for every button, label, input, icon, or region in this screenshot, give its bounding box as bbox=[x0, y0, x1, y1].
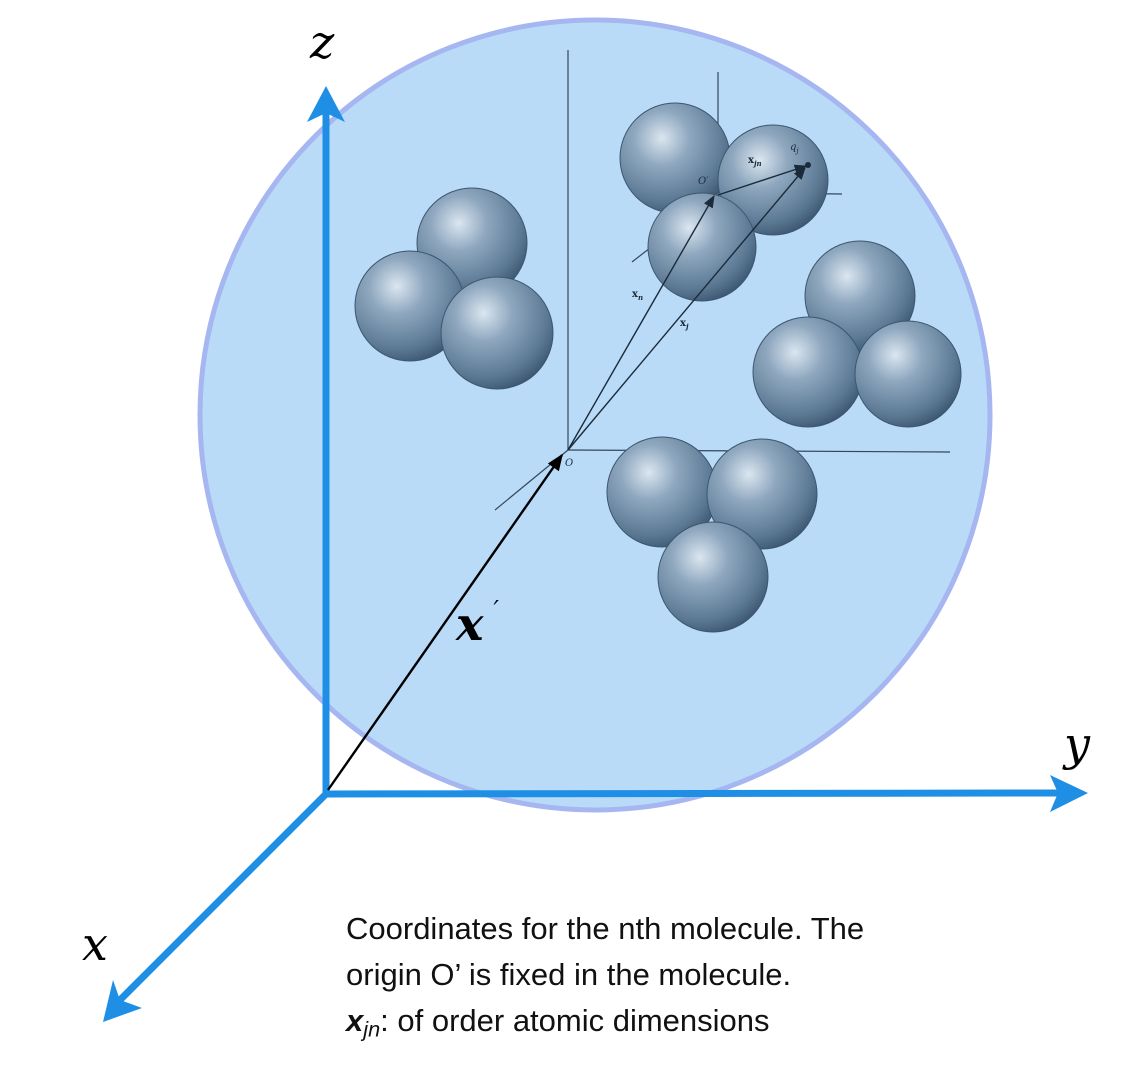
caption-line-2: origin O’ is fixed in the molecule. bbox=[346, 957, 792, 992]
caption-line-1: Coordinates for the nth molecule. The bbox=[346, 911, 865, 946]
y-axis-arrowhead bbox=[1050, 775, 1088, 812]
label-q-j: qj bbox=[790, 142, 799, 155]
label-origin-prime: O′ bbox=[698, 176, 709, 187]
coordinate-axes bbox=[103, 86, 1088, 1022]
label-x-j: xj bbox=[680, 318, 689, 331]
z-axis-label: z bbox=[309, 15, 335, 69]
label-x-n: xn bbox=[632, 289, 643, 302]
molecule-cluster-bottom bbox=[606, 436, 818, 633]
molecule-cluster-right bbox=[752, 240, 962, 428]
y-axis bbox=[322, 789, 1064, 798]
caption-line-3-text: : of order atomic dimensions bbox=[380, 1003, 770, 1038]
x-axis-arrowhead bbox=[103, 980, 142, 1022]
caption-symbol-sub: jn bbox=[363, 1016, 381, 1042]
label-x-jn: xjn bbox=[748, 155, 762, 168]
x-axis-label: x bbox=[82, 917, 108, 971]
x-axis bbox=[114, 790, 330, 1006]
molecule-cluster-left bbox=[354, 187, 554, 390]
vector-x-n bbox=[567, 194, 715, 451]
point-q-j bbox=[805, 162, 811, 168]
vector-x-prime bbox=[327, 453, 563, 791]
label-origin: O bbox=[565, 458, 573, 469]
caption-symbol: x bbox=[346, 1003, 364, 1038]
label-x-prime: x′ bbox=[455, 596, 499, 651]
molecule-sphere bbox=[197, 17, 993, 813]
vector-x-jn bbox=[717, 164, 808, 196]
vector-x-j bbox=[567, 167, 806, 451]
figure-caption: Coordinates for the nth molecule. The or… bbox=[346, 906, 1106, 1052]
caption-line-3: xjn: of order atomic dimensions bbox=[346, 998, 1106, 1052]
y-axis-label: y bbox=[1062, 717, 1091, 771]
z-axis-arrowhead bbox=[307, 86, 345, 122]
molecule-cluster-top bbox=[619, 102, 829, 302]
